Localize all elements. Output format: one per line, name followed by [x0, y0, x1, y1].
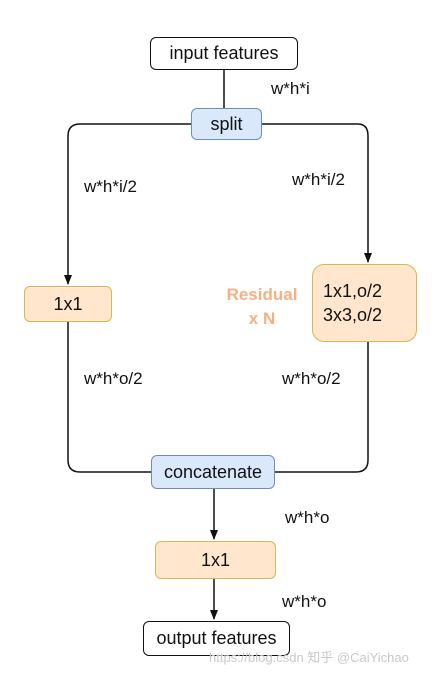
- residual-block-line-1: 1x1,o/2: [323, 281, 383, 301]
- label-after-concat: w*h*o: [285, 508, 330, 527]
- split-node: split: [191, 108, 262, 140]
- residual-label-line-1: Residual: [226, 285, 298, 304]
- residual-repeat-label: Residual x N: [216, 283, 308, 331]
- edge-right-concat: [273, 341, 369, 473]
- left-conv-1x1-node: 1x1: [24, 286, 112, 322]
- label-left-split: w*h*i/2: [84, 177, 137, 196]
- label-after-input: w*h*i: [271, 79, 310, 98]
- edge-split-right: [260, 123, 372, 263]
- bottom-conv-1x1-node: 1x1: [155, 541, 276, 579]
- label-left-out: w*h*o/2: [84, 369, 143, 388]
- label-after-conv: w*h*o: [282, 592, 327, 611]
- label-right-split: w*h*i/2: [292, 170, 345, 189]
- concatenate-node: concatenate: [151, 455, 275, 489]
- residual-block-node: 1x1,o/2 3x3,o/2: [312, 264, 417, 342]
- input-features-node: input features: [150, 37, 298, 70]
- edge-split-left: [64, 123, 193, 285]
- label-right-out: w*h*o/2: [282, 369, 341, 388]
- edge-left-concat: [67, 321, 152, 473]
- watermark: https://blog.csdn 知乎 @CaiYichao: [209, 650, 409, 665]
- output-features-node: output features: [143, 621, 290, 656]
- residual-label-line-2: x N: [248, 309, 276, 328]
- residual-block-line-2: 3x3,o/2: [323, 305, 383, 325]
